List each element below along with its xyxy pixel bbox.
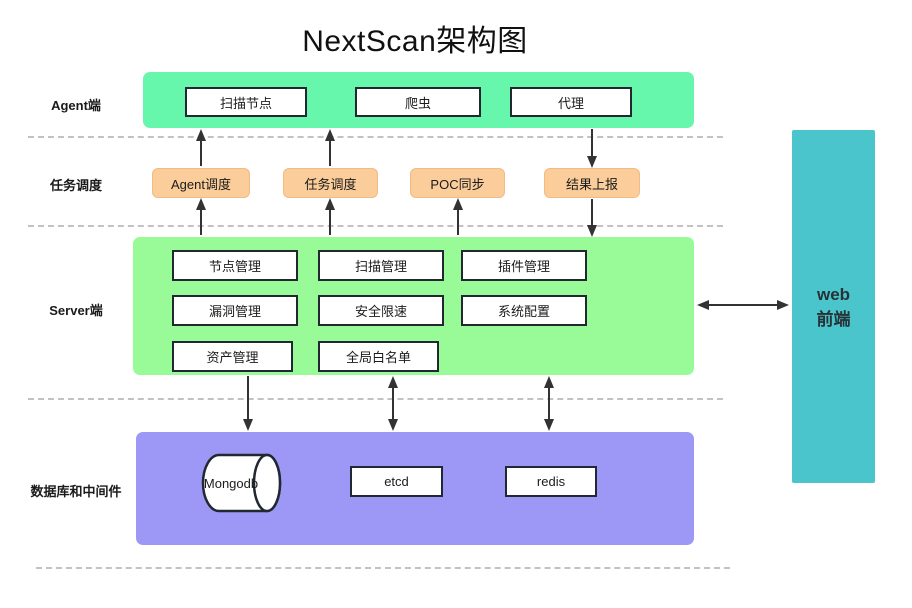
node-node-mgmt: 节点管理 bbox=[172, 250, 298, 281]
node-poc-sync: POC同步 bbox=[410, 168, 505, 198]
separator-line-4 bbox=[36, 567, 730, 569]
mongodb-label: Mongodb bbox=[203, 475, 259, 491]
web-frontend-band: web 前端 bbox=[792, 130, 875, 483]
arrow-server-to-pocsync-up bbox=[453, 198, 463, 235]
row-label-agent: Agent端 bbox=[51, 98, 101, 113]
row-label-scheduler: 任务调度 bbox=[49, 178, 102, 193]
node-global-whitelist: 全局白名单 bbox=[318, 341, 439, 372]
arrow-agentsched-to-agent-up bbox=[196, 129, 206, 166]
node-agent-scheduling: Agent调度 bbox=[152, 168, 250, 198]
node-scan-node: 扫描节点 bbox=[185, 87, 307, 117]
mongodb-cylinder-icon bbox=[201, 453, 282, 513]
arrow-agent-to-result-down bbox=[587, 129, 597, 168]
node-plugin-mgmt: 插件管理 bbox=[461, 250, 587, 281]
arrow-server-frontend-double bbox=[697, 300, 789, 310]
node-result-report: 结果上报 bbox=[544, 168, 640, 198]
node-proxy: 代理 bbox=[510, 87, 632, 117]
diagram-title: NextScan架构图 bbox=[302, 25, 528, 58]
arrow-tasksched-to-agent-up bbox=[325, 129, 335, 166]
row-label-database: 数据库和中间件 bbox=[30, 484, 122, 499]
node-etcd: etcd bbox=[350, 466, 443, 497]
separator-line-2 bbox=[28, 225, 723, 227]
web-frontend-label-line1: web bbox=[816, 284, 851, 304]
arrow-server-to-agentsched-up bbox=[196, 198, 206, 235]
arrow-result-to-server-down bbox=[587, 199, 597, 237]
row-label-server: Server端 bbox=[49, 303, 103, 318]
arrow-server-to-db-down bbox=[243, 376, 253, 431]
web-frontend-label-line2: 前端 bbox=[816, 309, 851, 329]
node-sys-config: 系统配置 bbox=[461, 295, 587, 326]
node-asset-mgmt: 资产管理 bbox=[172, 341, 293, 372]
node-scan-mgmt: 扫描管理 bbox=[318, 250, 444, 281]
arrow-server-db-double-2 bbox=[544, 376, 554, 431]
node-vuln-mgmt: 漏洞管理 bbox=[172, 295, 298, 326]
arrow-server-db-double-1 bbox=[388, 376, 398, 431]
separator-line-3 bbox=[28, 398, 723, 400]
node-task-scheduling: 任务调度 bbox=[283, 168, 378, 198]
node-redis: redis bbox=[505, 466, 597, 497]
arrow-server-to-tasksched-up bbox=[325, 198, 335, 235]
separator-line-1 bbox=[28, 136, 723, 138]
node-mongodb: Mongodb bbox=[199, 453, 283, 513]
node-crawler: 爬虫 bbox=[355, 87, 481, 117]
node-rate-limit: 安全限速 bbox=[318, 295, 444, 326]
